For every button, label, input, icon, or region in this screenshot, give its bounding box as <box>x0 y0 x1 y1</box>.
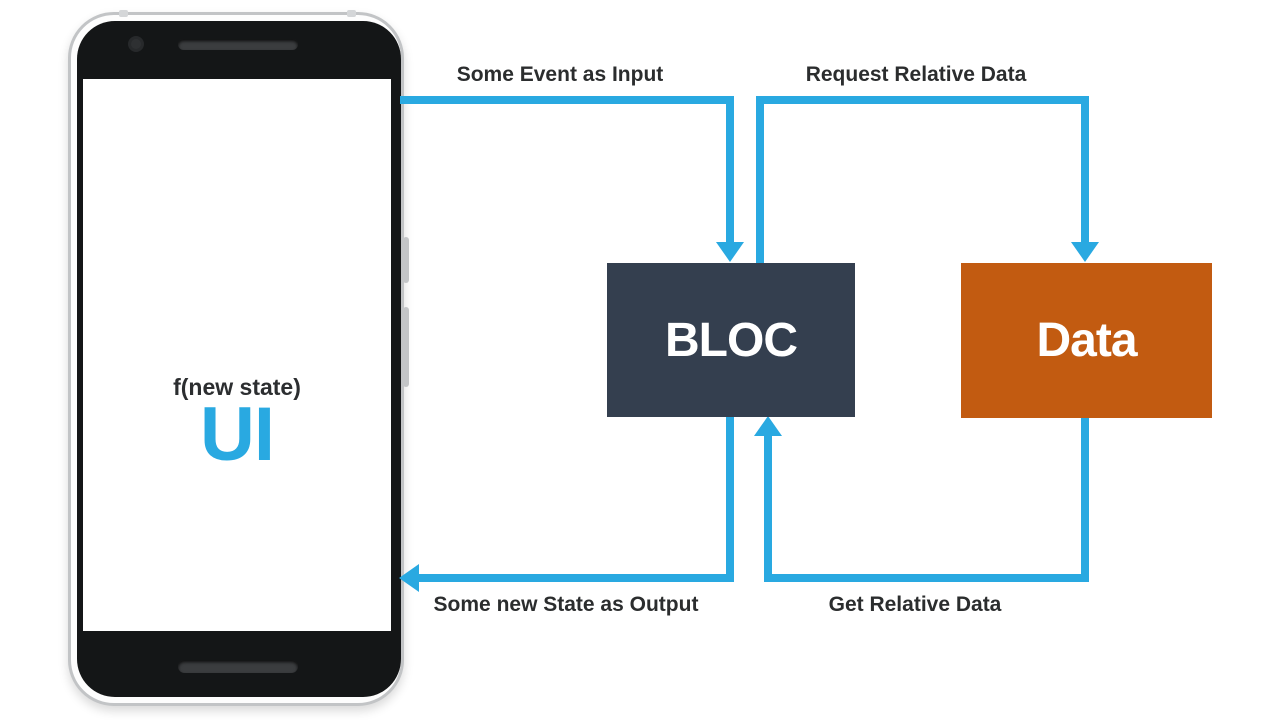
screen-ui-title: UI <box>200 392 275 477</box>
front-camera-icon <box>128 36 144 52</box>
earpiece-speaker-icon <box>178 39 298 50</box>
arrowhead-left-icon <box>399 564 419 592</box>
arrow-segment <box>400 96 734 104</box>
arrow-segment <box>1081 96 1089 244</box>
screen-function-label: f(new state) <box>173 374 301 400</box>
arrowhead-up-icon <box>754 416 782 436</box>
edge-label-get-relative-data: Get Relative Data <box>828 593 1002 616</box>
arrow-segment <box>418 574 734 582</box>
edge-label-some-new-state-as-output: Some new State as Output <box>433 593 699 616</box>
data-node-label: Data <box>1036 314 1137 367</box>
arrow-segment <box>756 96 764 263</box>
data-node: Data <box>961 263 1212 418</box>
arrowhead-down-icon <box>716 242 744 262</box>
arrow-segment <box>726 96 734 244</box>
arrow-segment <box>764 436 772 582</box>
arrow-segment <box>1081 418 1089 582</box>
power-button <box>403 237 409 283</box>
bloc-node: BLOC <box>607 263 855 417</box>
arrow-segment <box>756 96 1089 104</box>
phone-mockup: f(new state) UI <box>68 10 409 706</box>
arrowhead-down-icon <box>1071 242 1099 262</box>
antenna-notch <box>119 10 128 17</box>
volume-button <box>403 307 409 387</box>
bottom-speaker-icon <box>178 660 298 673</box>
bloc-node-label: BLOC <box>665 313 798 367</box>
antenna-notch <box>347 10 356 17</box>
phone-screen: f(new state) UI <box>83 79 391 631</box>
arrow-segment <box>764 574 1089 582</box>
edge-label-some-event-as-input: Some Event as Input <box>456 63 664 86</box>
edge-label-request-relative-data: Request Relative Data <box>805 63 1027 86</box>
arrow-segment <box>726 417 734 582</box>
